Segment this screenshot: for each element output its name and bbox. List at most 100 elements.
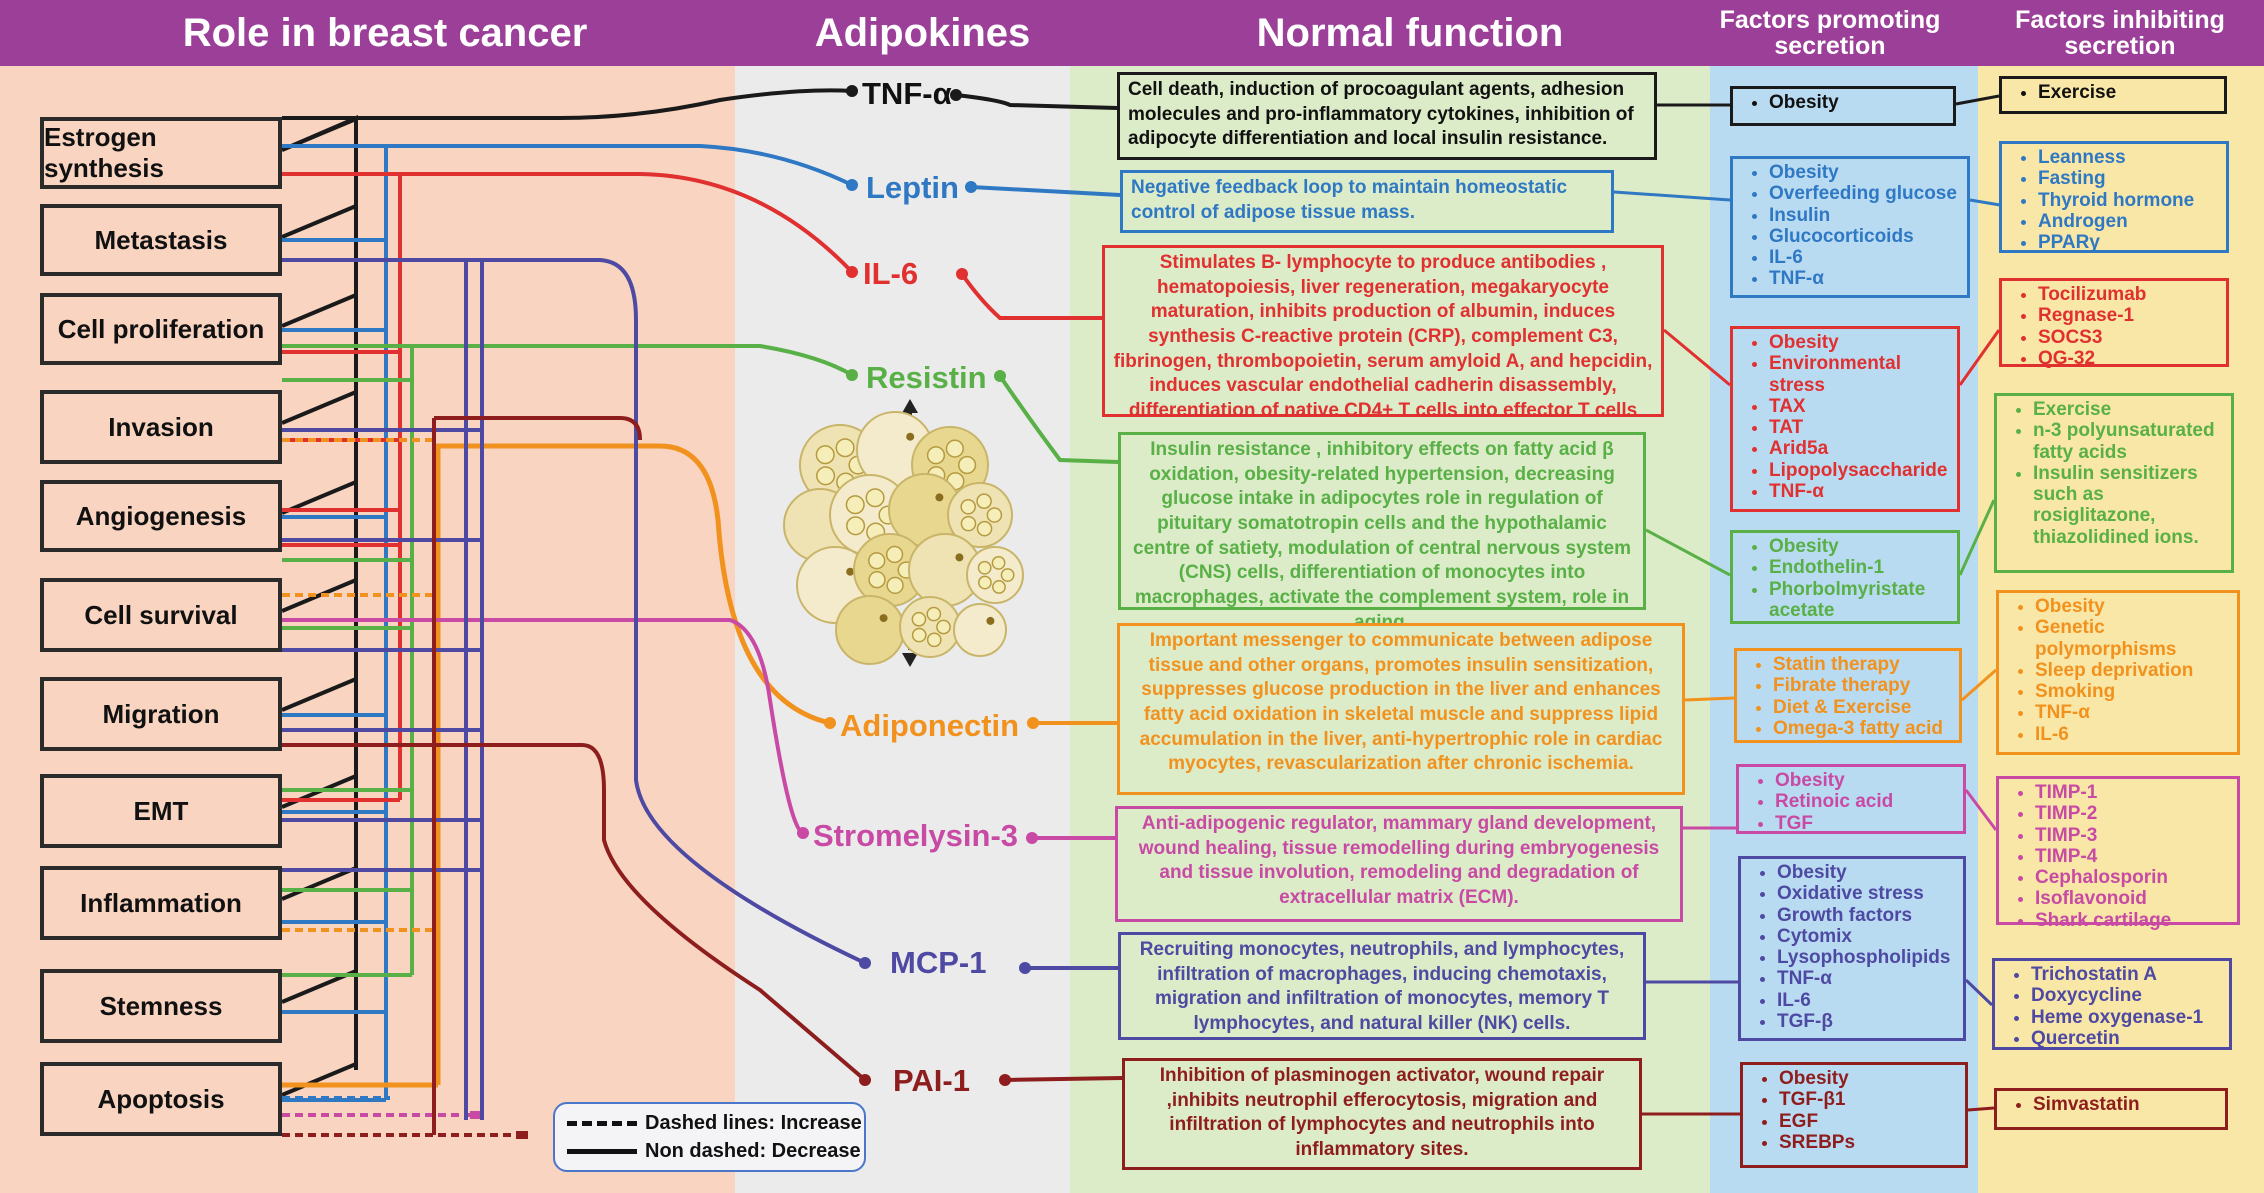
header-adipokines: Adipokines bbox=[814, 11, 1031, 55]
promoting-item: Diet & Exercise bbox=[1773, 697, 1951, 718]
adipokine-right-dot bbox=[950, 89, 962, 101]
promoting-item: Insulin bbox=[1769, 205, 1959, 226]
promoting-item: TNF-α bbox=[1777, 968, 1955, 989]
promoting-list: ObesityEndothelin-1Phorbolmyristate acet… bbox=[1741, 536, 1949, 621]
promoting-item: Obesity bbox=[1769, 332, 1949, 353]
cell-nucleus bbox=[846, 567, 855, 576]
promoting-list: ObesityRetinoic acidTGF bbox=[1747, 770, 1955, 834]
adipokine-right-dot bbox=[956, 268, 968, 280]
adipokine-right-dot bbox=[994, 370, 1006, 382]
inhibiting-pai-1: Simvastatin bbox=[1994, 1088, 2228, 1130]
promoting-item: Phorbolmyristate acetate bbox=[1769, 579, 1949, 622]
inhibiting-item: n-3 polyunsaturated fatty acids bbox=[2033, 420, 2223, 463]
promoting-item: Lipopolysaccharide bbox=[1769, 460, 1949, 481]
promoting-item: Oxidative stress bbox=[1777, 883, 1955, 904]
inhibiting-list: Exercise bbox=[2010, 82, 2216, 103]
normal-function-mcp-1: Recruiting monocytes, neutrophils, and l… bbox=[1118, 932, 1646, 1040]
black-branch bbox=[281, 1062, 357, 1097]
promoting-item: Retinoic acid bbox=[1775, 791, 1955, 812]
inhibiting-item: TIMP-2 bbox=[2035, 803, 2229, 824]
inhibiting-stromelysin-3: TIMP-1TIMP-2TIMP-3TIMP-4CephalosporinIso… bbox=[1996, 776, 2240, 931]
inhibiting-item: Exercise bbox=[2038, 82, 2216, 103]
inhibiting-item: Isoflavonoid bbox=[2035, 888, 2229, 909]
promoting-to-inhibiting-line bbox=[1961, 668, 1997, 702]
legend-solid-row: Non dashed: Decrease bbox=[567, 1140, 861, 1163]
inhibiting-item: Insulin sensitizers such as rosiglitazon… bbox=[2033, 463, 2223, 548]
lipid-droplet bbox=[845, 495, 865, 515]
inhibiting-item: IL-6 bbox=[2035, 724, 2229, 745]
header-bar bbox=[0, 0, 2264, 66]
lipid-droplet bbox=[835, 438, 855, 458]
inhibiting-item: Heme oxygenase-1 bbox=[2031, 1007, 2221, 1028]
adipokine-label-resistin: Resistin bbox=[866, 360, 987, 395]
inhibiting-item: Fasting bbox=[2038, 168, 2218, 189]
black-branch bbox=[281, 390, 357, 425]
promoting-item: Omega-3 fatty acid bbox=[1773, 718, 1951, 739]
adipokine-label-stromelysin-3: Stromelysin-3 bbox=[813, 818, 1019, 853]
inhibiting-list: Simvastatin bbox=[2005, 1094, 2217, 1115]
lipid-droplet bbox=[926, 632, 942, 648]
inhibiting-item: TNF-α bbox=[2035, 702, 2229, 723]
normal-function-adiponectin: Important messenger to communicate betwe… bbox=[1117, 623, 1685, 795]
inhibiting-il-6: TocilizumabRegnase-1SOCS3QG-32 bbox=[1999, 278, 2229, 369]
lipid-droplet bbox=[960, 515, 977, 532]
role-cell-survival: Cell survival bbox=[40, 578, 282, 652]
promoting-item: Endothelin-1 bbox=[1769, 557, 1949, 578]
inhibiting-list: LeannessFastingThyroid hormoneAndrogenPP… bbox=[2010, 147, 2218, 253]
normal-function-leptin: Negative feedback loop to maintain homeo… bbox=[1120, 170, 1614, 233]
header-promoting: Factors promoting secretion bbox=[1719, 5, 1941, 60]
promoting-item: SREBPs bbox=[1779, 1132, 1957, 1153]
adipokine-label-mcp-1: MCP-1 bbox=[890, 945, 987, 980]
promoting-mcp-1: ObesityOxidative stressGrowth factorsCyt… bbox=[1738, 856, 1966, 1041]
lipid-droplet bbox=[936, 619, 951, 635]
lipid-droplet bbox=[885, 545, 904, 564]
role-inflammation: Inflammation bbox=[40, 866, 282, 940]
promoting-to-inhibiting-line bbox=[1955, 94, 2000, 106]
promoting-item: Cytomix bbox=[1777, 926, 1955, 947]
inhibiting-item: Leanness bbox=[2038, 147, 2218, 168]
inhibiting-item: TIMP-3 bbox=[2035, 825, 2229, 846]
adipokine-label-pai-1: PAI-1 bbox=[893, 1063, 970, 1098]
promoting-item: TAT bbox=[1769, 417, 1949, 438]
leptin-main-line bbox=[282, 144, 853, 187]
promoting-item: TGF bbox=[1775, 813, 1955, 834]
promoting-to-inhibiting-line bbox=[1964, 789, 1998, 831]
adipokine-left-dot bbox=[846, 179, 858, 191]
role-cell-proliferation: Cell proliferation bbox=[40, 293, 282, 365]
inhibiting-mcp-1: Trichostatin ADoxycyclineHeme oxygenase-… bbox=[1992, 958, 2232, 1050]
black-branch bbox=[281, 293, 357, 328]
resistin-main-line bbox=[282, 344, 854, 377]
promoting-to-inhibiting-line bbox=[1958, 499, 1996, 576]
adipokine-left-dot bbox=[846, 369, 858, 381]
adipokine-right-dot bbox=[1019, 962, 1031, 974]
adipokine-label-leptin: Leptin bbox=[866, 170, 959, 205]
lipid-droplet bbox=[886, 576, 904, 595]
lipid-droplet bbox=[868, 552, 886, 570]
inhibiting-list: ObesityGenetic polymorphismsSleep depriv… bbox=[2007, 596, 2229, 745]
role-stemness: Stemness bbox=[40, 969, 282, 1043]
promoting-resistin: ObesityEndothelin-1Phorbolmyristate acet… bbox=[1730, 530, 1960, 624]
adipokine-left-dot bbox=[846, 266, 858, 278]
inhibiting-item: Genetic polymorphisms bbox=[2035, 617, 2229, 660]
adipokine-right-dot bbox=[999, 1074, 1011, 1086]
inhibiting-item: Smoking bbox=[2035, 681, 2229, 702]
promoting-pai-1: ObesityTGF-β1EGFSREBPs bbox=[1740, 1062, 1968, 1168]
dashed-line-swatch bbox=[567, 1121, 637, 1126]
pai1-main-line bbox=[282, 743, 867, 1082]
role-apoptosis: Apoptosis bbox=[40, 1062, 282, 1136]
inhibiting-item: PPARγ bbox=[2038, 232, 2218, 253]
normal-function-stromelysin-3: Anti-adipogenic regulator, mammary gland… bbox=[1115, 806, 1683, 922]
inhibiting-item: Androgen bbox=[2038, 211, 2218, 232]
promoting-list: ObesityOverfeeding glucoseInsulinGlucoco… bbox=[1741, 162, 1959, 290]
role-emt: EMT bbox=[40, 774, 282, 848]
inhibiting-list: TIMP-1TIMP-2TIMP-3TIMP-4CephalosporinIso… bbox=[2007, 782, 2229, 931]
normal-function-tnf-alpha: Cell death, induction of procoagulant ag… bbox=[1117, 72, 1657, 160]
adipokine-left-dot bbox=[824, 717, 836, 729]
promoting-item: Obesity bbox=[1777, 862, 1955, 883]
normal-function-resistin: Insulin resistance , inhibitory effects … bbox=[1118, 432, 1646, 633]
adipocyte-cell bbox=[835, 595, 905, 665]
promoting-item: Environmental stress bbox=[1769, 353, 1949, 396]
lipid-droplet bbox=[960, 498, 976, 515]
promoting-item: Growth factors bbox=[1777, 905, 1955, 926]
